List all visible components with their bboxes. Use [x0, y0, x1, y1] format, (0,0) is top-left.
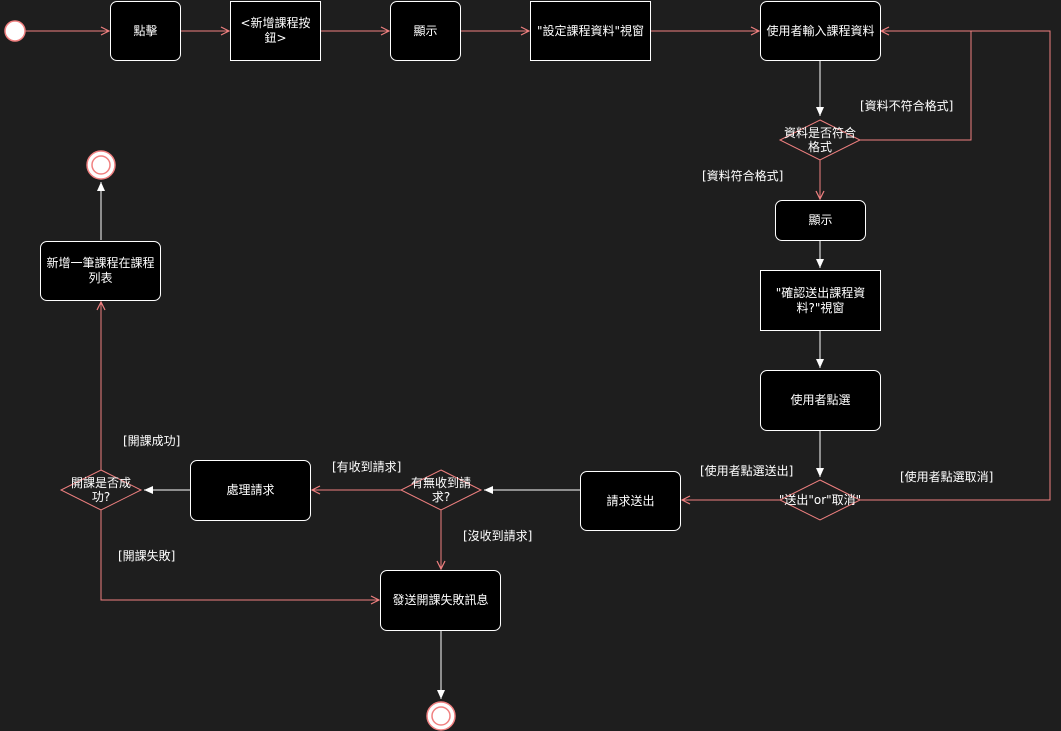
- action-set-course-window: "設定課程資料"視窗: [530, 1, 651, 61]
- decision-success-check-label: 開課是否成功?: [70, 476, 131, 504]
- action-send-fail-message: 發送開課失敗訊息: [380, 570, 501, 631]
- action-click: 點擊: [110, 1, 181, 61]
- action-user-input-course: 使用者輸入課程資料: [760, 1, 881, 61]
- guard-fail: [開課失敗]: [118, 549, 176, 563]
- final-node-fail: [426, 701, 456, 731]
- action-add-course-button: <新增課程按鈕>: [230, 1, 321, 61]
- guard-format-valid: [資料符合格式]: [702, 169, 784, 183]
- decision-received-check-label: 有無收到請求?: [410, 476, 471, 504]
- action-user-click: 使用者點選: [760, 370, 881, 431]
- decision-send-or-cancel-label: "送出"or"取消": [778, 493, 862, 507]
- decision-send-or-cancel: [778, 479, 862, 521]
- guard-format-invalid: [資料不符合格式]: [860, 99, 954, 113]
- flow-cancel-loop: [860, 30, 1051, 501]
- action-add-course-list: 新增一筆課程在課程列表: [40, 241, 161, 301]
- final-node-success: [86, 150, 116, 180]
- action-process-request: 處理請求: [190, 460, 311, 521]
- guard-not-received: [沒收到請求]: [463, 529, 533, 543]
- action-send-request: 請求送出: [580, 471, 681, 531]
- action-show-1: 顯示: [390, 1, 461, 61]
- guard-success: [開課成功]: [123, 434, 181, 448]
- initial-node: [4, 20, 26, 42]
- decision-format-check-label: 資料是否符合格式: [783, 126, 856, 154]
- flow-fail-to-fail-message: [100, 510, 379, 600]
- guard-received: [有收到請求]: [332, 460, 402, 474]
- guard-user-cancel: [使用者點選取消]: [900, 470, 994, 484]
- action-confirm-window: "確認送出課程資料?"視窗: [760, 270, 881, 331]
- guard-user-send: [使用者點選送出]: [700, 464, 794, 478]
- action-show-2: 顯示: [775, 200, 866, 241]
